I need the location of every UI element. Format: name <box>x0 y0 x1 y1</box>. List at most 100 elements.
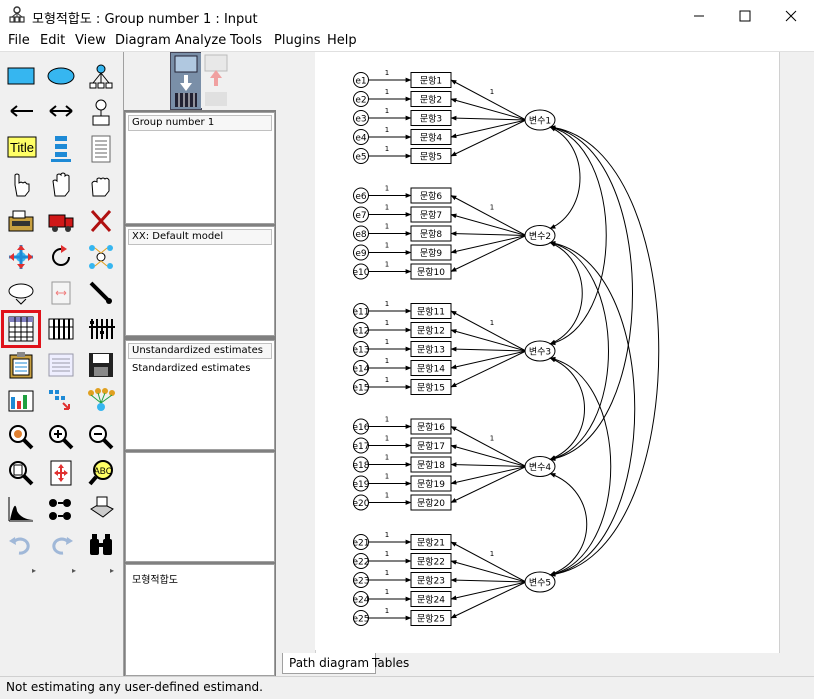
minimize-button[interactable] <box>676 0 722 31</box>
loading-path <box>450 235 527 254</box>
error-variable <box>353 456 369 473</box>
zoom-in-tool[interactable] <box>43 420 79 454</box>
view-input-button[interactable] <box>170 52 202 110</box>
model-item[interactable]: XX: Default model <box>128 229 272 245</box>
error-weight-label: 1 <box>385 569 389 577</box>
add-unique-variable-tool[interactable] <box>83 96 119 130</box>
loading-path <box>450 310 527 352</box>
observed-variable <box>410 572 452 588</box>
rotate-icon <box>52 245 70 266</box>
select-one-tool[interactable] <box>3 168 39 202</box>
object-properties-tool[interactable] <box>3 384 39 418</box>
menu-help[interactable]: Help <box>327 33 357 48</box>
draw-covariance-tool[interactable] <box>43 96 79 130</box>
error-label: e23 <box>353 577 370 587</box>
observed-variable <box>410 187 452 204</box>
svg-text:ABC: ABC <box>94 466 113 476</box>
save-tool[interactable] <box>83 348 119 382</box>
error-weight-label: 1 <box>385 531 389 539</box>
multiple-group-analysis-tool[interactable] <box>43 492 79 526</box>
copy-to-clipboard-tool[interactable] <box>3 348 39 382</box>
error-label: e16 <box>353 423 370 433</box>
erase-tool[interactable] <box>83 204 119 238</box>
drag-properties-icon <box>49 390 70 410</box>
toolbox-expand-arrow[interactable]: ▸ <box>32 566 37 575</box>
loading-path <box>450 581 527 601</box>
duplicate-tool[interactable] <box>3 204 39 238</box>
view-output-button[interactable] <box>201 52 231 108</box>
observed-variable <box>410 225 452 242</box>
covariance-path <box>549 126 581 229</box>
ellipse-icon <box>47 67 75 85</box>
grab-hand-icon <box>91 177 110 197</box>
menu-edit[interactable]: Edit <box>40 33 66 48</box>
menu-diagram[interactable]: Diagram <box>115 33 171 48</box>
loupe-tool[interactable]: ABC <box>83 456 119 490</box>
error-weight-label: 1 <box>385 416 389 424</box>
parameter-ellipse-icon <box>8 283 34 305</box>
zoom-page-tool[interactable] <box>3 456 39 490</box>
calculate-estimates-tool[interactable] <box>83 312 119 346</box>
zoom-select-tool[interactable] <box>3 420 39 454</box>
resize-arrows-icon <box>9 245 33 269</box>
title-tool[interactable]: Title <box>3 132 39 166</box>
view-toggle-area <box>124 52 276 110</box>
zoom-out-tool[interactable] <box>83 420 119 454</box>
close-button[interactable] <box>768 0 814 31</box>
model-panels: Group number 1 XX: Default model Unstand… <box>124 52 276 676</box>
path-diagram[interactable]: e11문항1e21문항2e31문항3e41문항4e51문항51변수1e61문항6… <box>315 52 779 650</box>
loading-path <box>450 346 527 352</box>
error-weight-label: 1 <box>385 435 389 443</box>
toolbox-expand-arrow[interactable]: ▸ <box>110 566 115 575</box>
change-shape-tool[interactable] <box>3 240 39 274</box>
select-all-tool[interactable] <box>43 168 79 202</box>
rotate-indicators-tool[interactable] <box>43 240 79 274</box>
latent-label: 변수4 <box>529 462 552 473</box>
error-label: e22 <box>353 558 370 568</box>
draw-path-tool[interactable] <box>3 96 39 130</box>
data-files-tool[interactable] <box>1 310 41 348</box>
observed-variable <box>410 148 452 164</box>
touch-up-tool[interactable] <box>83 276 119 310</box>
draw-latent-indicator-tool[interactable] <box>83 60 119 94</box>
preserve-symmetries-tool[interactable] <box>83 384 119 418</box>
file-item[interactable]: 모형적합도 <box>132 575 178 586</box>
drag-properties-tool[interactable] <box>43 384 79 418</box>
tab-tables[interactable]: Tables <box>372 656 410 670</box>
list-variables-dataset-tool[interactable] <box>83 132 119 166</box>
draw-observed-variable-tool[interactable] <box>3 60 39 94</box>
menu-plugins[interactable]: Plugins <box>274 33 321 48</box>
menu-tools[interactable]: Tools <box>230 33 263 48</box>
error-weight-label: 1 <box>385 242 389 250</box>
redo-tool[interactable] <box>43 528 79 562</box>
scroll-tool[interactable] <box>43 276 79 310</box>
reflect-indicators-tool[interactable] <box>83 240 119 274</box>
undo-tool[interactable] <box>3 528 39 562</box>
fit-to-page-tool[interactable] <box>43 456 79 490</box>
toolbox-expand-arrow[interactable]: ▸ <box>72 566 77 575</box>
draw-unobserved-variable-tool[interactable] <box>43 60 79 94</box>
tab-path-diagram[interactable]: Path diagram <box>282 653 377 674</box>
observed-label: 문항2 <box>420 95 442 106</box>
list-variables-model-tool[interactable] <box>43 132 79 166</box>
menu-analyze[interactable]: Analyze <box>175 33 227 48</box>
deselect-all-tool[interactable] <box>83 168 119 202</box>
menu-file[interactable]: File <box>8 33 30 48</box>
move-tool[interactable] <box>43 204 79 238</box>
loading-path <box>450 581 527 619</box>
loading-path <box>450 195 527 236</box>
group-item[interactable]: Group number 1 <box>128 115 272 131</box>
text-output-icon <box>48 353 74 377</box>
error-label: e25 <box>353 615 370 625</box>
view-text-tool[interactable] <box>43 348 79 382</box>
maximize-button[interactable] <box>722 0 768 31</box>
specification-search-tool[interactable] <box>83 528 119 562</box>
move-parameter-tool[interactable] <box>3 276 39 310</box>
analysis-properties-tool[interactable] <box>43 312 79 346</box>
menu-view[interactable]: View <box>75 33 106 48</box>
degrees-of-freedom-tool[interactable] <box>3 492 39 526</box>
print-tool[interactable] <box>83 492 119 526</box>
unstandardized-estimates-item[interactable]: Unstandardized estimates <box>128 343 272 359</box>
standardized-estimates-item[interactable]: Standardized estimates <box>132 363 251 374</box>
